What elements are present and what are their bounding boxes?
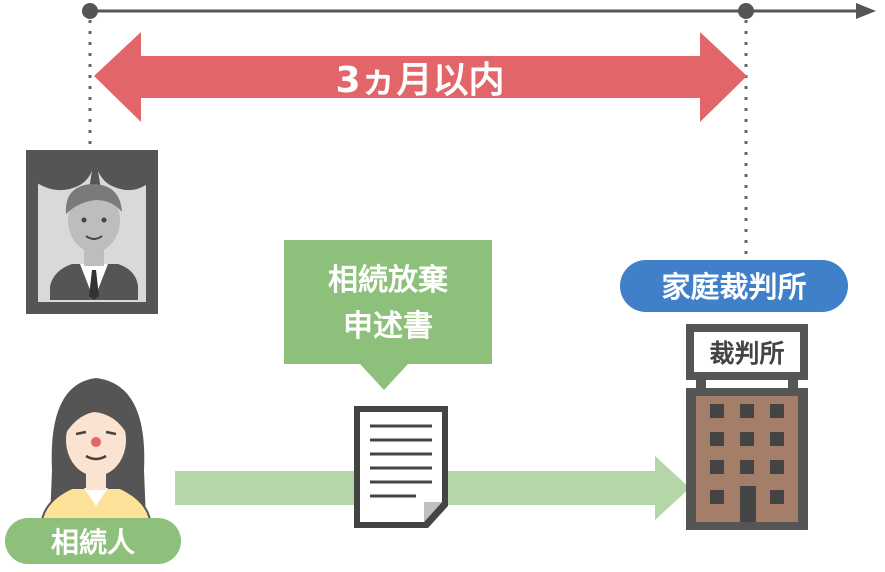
heir-badge: 相続人 (5, 518, 181, 564)
court-badge-label: 家庭裁判所 (661, 270, 806, 304)
deceased-portrait-icon (26, 150, 158, 314)
document-label-line2: 申述書 (343, 309, 433, 344)
court-building-sign: 裁判所 (709, 339, 784, 368)
timeline (82, 3, 876, 258)
court-badge: 家庭裁判所 (620, 260, 848, 312)
court-building-icon: 裁判所 (686, 324, 808, 530)
heir-label: 相続人 (51, 526, 135, 559)
document-callout: 相続放棄 申述書 (284, 240, 492, 390)
document-icon (354, 406, 448, 528)
period-label: 3ヵ月以内 (335, 60, 504, 101)
document-label-line1: 相続放棄 (328, 263, 448, 298)
heir-woman-icon (41, 378, 151, 521)
period-double-arrow: 3ヵ月以内 (94, 32, 747, 122)
